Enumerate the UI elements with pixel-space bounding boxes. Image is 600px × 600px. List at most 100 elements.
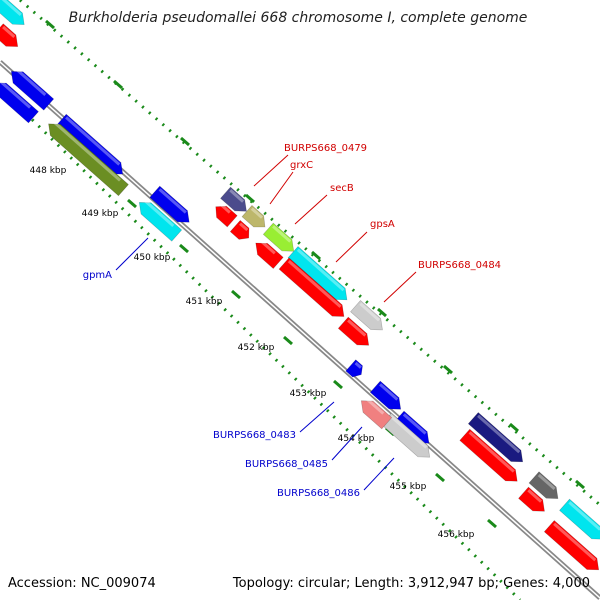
feature-body [350,300,383,331]
tick-label: 456 kbp [438,530,475,540]
gene-label: grxC [290,160,313,171]
gene-feature-arrow [559,498,600,540]
feature-body [337,316,370,346]
major-tick [45,19,55,30]
tick-label: 451 kbp [186,297,223,307]
gene-feature-arrow [0,79,39,124]
feature-body [0,82,39,124]
gene-feature-arrow [255,239,284,269]
gene-feature-arrow [278,257,345,317]
major-tick [231,289,241,300]
gene-label: BURPS668_0485 [245,459,328,470]
feature-highlight [568,501,600,531]
feature-highlight [272,225,292,243]
feature-highlight [143,198,175,227]
feature-body [215,205,238,228]
feature-highlight [219,203,231,214]
gene-feature-arrow [55,113,124,175]
gene-feature-arrow [528,471,559,499]
tick-label: 454 kbp [338,434,375,444]
feature-body [229,219,250,240]
genome-summary: Topology: circular; Length: 3,912,947 bp… [232,576,590,591]
gene-feature-arrow [0,23,19,47]
major-tick [113,79,123,90]
map-title: Burkholderia pseudomallei 668 chromosome… [69,10,528,26]
feature-highlight [553,522,597,562]
feature-body [0,23,19,47]
feature-body [360,400,393,430]
gene-feature-arrow [350,300,383,331]
major-tick [487,518,497,529]
major-tick [435,472,445,483]
feature-body [543,520,600,571]
gene-leader-line [115,237,149,271]
feature-body [518,486,545,512]
feature-highlight [354,361,362,369]
gene-feature-arrow [287,246,348,301]
feature-highlight [229,189,245,203]
gene-leader-line [335,231,368,263]
feature-body [459,428,518,482]
gene-label: gpsA [370,219,395,230]
feature-highlight [537,473,556,491]
feature-highlight [250,207,264,219]
feature-highlight [347,319,367,337]
gene-feature-arrow [10,67,55,111]
tick-label: 448 kbp [30,166,67,176]
gene-label: BURPS668_0486 [277,488,360,499]
feature-highlight [65,116,121,166]
gene-feature-arrow [369,380,402,410]
feature-arrows [0,0,600,571]
gene-leader-line [269,171,294,205]
accession-label: Accession: NC_009074 [8,576,156,591]
feature-body [559,498,600,540]
feature-body [255,242,284,269]
feature-body [48,123,129,197]
gene-feature-arrow [215,203,238,228]
feature-body [345,359,363,378]
gene-feature-arrow [518,486,545,512]
feature-highlight [527,489,543,503]
gene-feature-arrow [262,222,295,252]
outer-dotted-guide [19,0,600,507]
gene-label: secB [330,183,354,194]
gene-feature-arrow [0,0,25,25]
gene-leader-line [294,194,328,225]
feature-highlight [158,188,187,214]
feature-highlight [477,414,521,454]
tick-label: 449 kbp [82,209,119,219]
feature-highlight [379,383,399,401]
feature-highlight [15,67,47,96]
feature-highlight [390,415,428,449]
feature-highlight [365,397,385,415]
feature-body [467,412,524,463]
feature-body [149,185,190,223]
gene-feature-arrow [459,428,518,482]
feature-highlight [402,413,427,435]
major-tick [179,243,189,254]
feature-body [241,205,266,228]
feature-body [262,222,295,252]
feature-body [287,246,348,301]
feature-body [369,380,402,410]
tick-label: 453 kbp [290,389,327,399]
feature-body [528,471,559,499]
feature-highlight [239,222,249,232]
major-tick [377,307,387,318]
feature-highlight [259,239,276,255]
gene-label: BURPS668_0484 [418,260,501,271]
gene-feature-arrow [337,316,370,346]
gene-label: gpmA [83,270,112,281]
major-tick [311,250,321,261]
gene-labels: BURPS668_0479grxCsecBgpsABURPS668_0484gp… [83,143,501,499]
major-tick [333,379,343,390]
gene-feature-arrow [543,520,600,571]
gene-feature-arrow [149,185,190,223]
gene-feature-arrow [345,359,363,378]
gene-feature-arrow [229,219,250,240]
tick-label: 450 kbp [134,253,171,263]
feature-body [138,202,183,242]
major-tick [575,479,585,490]
